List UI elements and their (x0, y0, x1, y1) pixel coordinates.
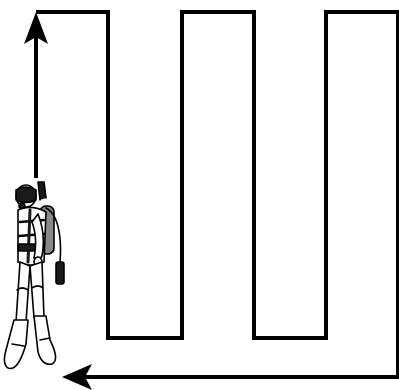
arrow-left-icon (62, 364, 92, 390)
arrow-up-icon (24, 12, 48, 178)
serpentine-path (36, 10, 399, 379)
scuba-diver-icon (3, 181, 65, 370)
